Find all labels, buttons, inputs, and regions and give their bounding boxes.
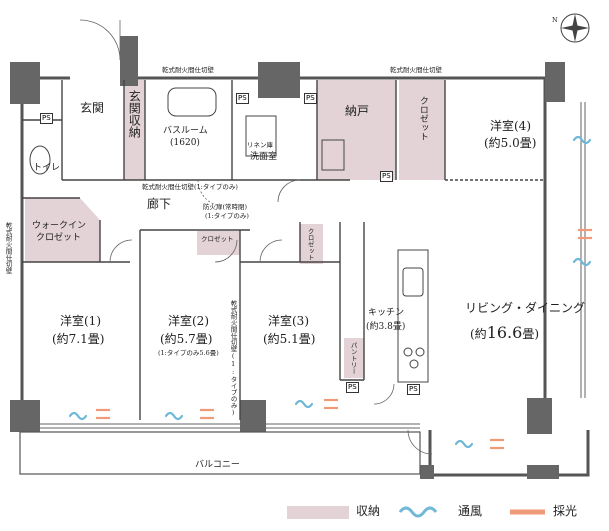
room-bathroom: バスルーム <box>163 126 208 136</box>
room-nando: 納戸 <box>345 104 370 118</box>
legend-daylight-label: 採光 <box>553 504 578 518</box>
sink <box>402 267 424 297</box>
nando-fill <box>317 80 396 180</box>
room-washroom: 洗面室 <box>250 152 278 162</box>
daylight-marks <box>96 228 592 450</box>
room-western3-size: (約5.1畳) <box>263 332 316 346</box>
ps-label-2: PS <box>236 93 249 104</box>
room-kitchen: キッチン <box>368 308 405 318</box>
closet-small-fill <box>300 224 323 264</box>
linen-label: リネン庫 <box>247 141 273 149</box>
room-western4: 洋室(4) <box>490 119 531 133</box>
closet-mid-label: クロゼット <box>201 235 234 243</box>
door-swings <box>79 19 433 455</box>
interior-walls <box>22 80 545 420</box>
compass-rose <box>560 13 590 43</box>
closet-small-label: クロゼット <box>306 228 315 261</box>
toilet-bowl <box>29 145 51 175</box>
legend-storage-label: 収納 <box>356 504 381 518</box>
ps-label-3: PS <box>304 93 317 104</box>
balcony-outline <box>19 431 421 475</box>
walkin-label-2: クロゼット <box>36 233 82 243</box>
legend-ventilation-label: 通風 <box>458 504 483 518</box>
room-genkan-storage: 玄関収納 <box>127 90 142 138</box>
walkin-label-1: ウォークイン <box>32 221 87 231</box>
genkan-storage-fill <box>124 80 145 180</box>
room-living-size: (約16.6畳) <box>470 323 539 342</box>
legend-ventilation-swatch <box>398 506 438 518</box>
room-western2: 洋室(2) <box>168 314 209 328</box>
room-kitchen-size: (約3.8畳) <box>366 322 406 332</box>
fire-door-note: (1:タイプのみ) <box>205 212 249 220</box>
windows <box>40 102 586 429</box>
bathtub <box>167 87 217 117</box>
ps-label-4: PS <box>380 171 393 182</box>
storage-areas <box>25 80 445 378</box>
stove-burners <box>403 347 425 369</box>
room-hallway: 廊下 <box>147 197 172 211</box>
fire-door-label: 防火扉(常時閉) <box>203 203 248 211</box>
room-genkan: 玄関 <box>80 101 105 115</box>
wall-note-right: 乾式耐火間仕切壁 <box>390 66 442 74</box>
closet-top-fill <box>399 80 445 180</box>
washbasin <box>245 115 277 157</box>
outer-walls <box>20 76 590 477</box>
ps-label-1: PS <box>40 113 53 124</box>
room-western4-size: (約5.0畳) <box>484 136 537 150</box>
room-living: リビング・ダイニング <box>465 301 586 315</box>
compass-label: N <box>552 16 558 24</box>
wall-note-left: 乾式耐火間仕切壁 <box>162 66 214 74</box>
ps-label-6: PS <box>407 384 420 395</box>
room-toilet: トイレ <box>33 163 61 173</box>
kitchen-counter <box>397 249 429 383</box>
walkin-closet-fill <box>25 198 100 262</box>
room-western3: 洋室(3) <box>268 314 309 328</box>
balcony-label: バルコニー <box>195 460 240 470</box>
legend-storage-swatch <box>287 506 349 519</box>
room-bathroom-size: (1620) <box>170 138 200 148</box>
room-western2-note: (1:タイプのみ5.6畳) <box>158 349 219 357</box>
ventilation-marks <box>68 135 592 449</box>
ps-label-5: PS <box>346 382 359 393</box>
partition-note: 乾式耐火間仕切壁(1:タイプのみ) <box>142 183 238 191</box>
pantry-label: パントリー <box>349 342 358 375</box>
pantry-fill <box>344 338 364 378</box>
closet-mid-fill <box>197 231 240 255</box>
mid-partition-note: 乾式耐火間仕切壁(1:タイプのみ) <box>229 300 238 417</box>
washing-machine <box>321 139 345 171</box>
closet-top-label: クロゼット <box>417 96 428 141</box>
room-western1-size: (約7.1畳) <box>52 332 105 346</box>
pillars <box>10 36 565 479</box>
room-western1: 洋室(1) <box>60 314 101 328</box>
left-partition-note: 乾式耐火間仕切壁 <box>4 222 13 274</box>
room-western2-size: (約5.7畳) <box>160 332 213 346</box>
